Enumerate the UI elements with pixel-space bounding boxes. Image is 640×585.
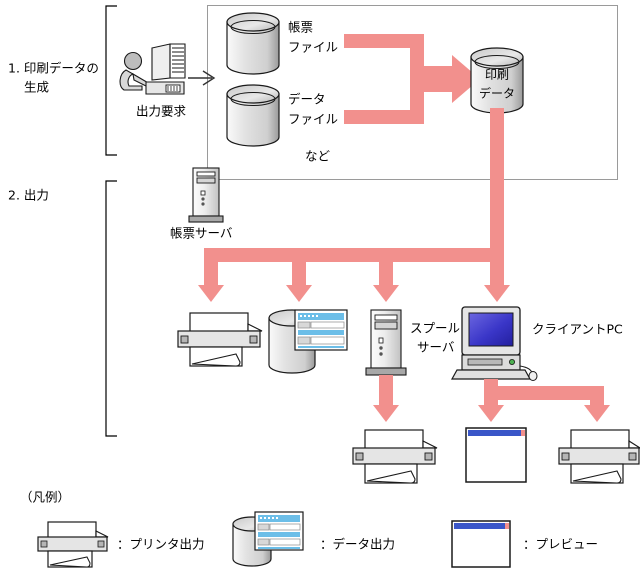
data-file-label-line1: データ — [288, 92, 326, 107]
form-server-tower-icon — [188, 167, 224, 223]
stage1-title-line2: 生成 — [24, 80, 49, 95]
spool-server-tower-icon — [365, 309, 407, 376]
form-file-cylinder-icon — [226, 12, 280, 75]
spool-server-label-line1: スプール — [410, 321, 460, 336]
printer-icon-spool-output — [352, 429, 438, 484]
spool-to-printer-arrow — [373, 375, 399, 422]
data-output-icon — [268, 309, 348, 374]
legend-printer-icon — [37, 521, 109, 568]
legend-preview-label: ：プレビュー — [523, 537, 598, 552]
output-request-label: 出力要求 — [136, 104, 187, 119]
form-file-label-line1: 帳票 — [288, 20, 313, 35]
legend-heading: （凡例） — [20, 490, 70, 505]
data-file-label-line2: ファイル — [288, 112, 338, 127]
print-data-label-line2: データ — [479, 86, 515, 101]
client-pc-icon — [450, 306, 538, 381]
legend-printer-label: ：プリンタ出力 — [117, 537, 205, 552]
legend-data-output-icon — [232, 511, 304, 567]
bracket-stage2 — [105, 180, 117, 437]
printer-icon — [177, 312, 263, 367]
form-file-label-line2: ファイル — [288, 40, 338, 55]
stage1-title: 1. 印刷データの — [8, 61, 99, 76]
merge-arrow-to-print-data — [344, 34, 480, 124]
print-data-label-line1: 印刷 — [485, 68, 509, 82]
stage2-title: 2. 出力 — [8, 188, 49, 203]
print-data-cylinder-icon: 印刷 データ — [470, 47, 524, 114]
legend-preview-icon — [451, 520, 511, 568]
client-output-split-arrow — [478, 379, 610, 422]
legend-data-output-label: ：データ出力 — [320, 537, 395, 552]
client-pc-label: クライアントPC — [532, 322, 623, 337]
spool-server-label-line2: サーバ — [417, 340, 454, 355]
user-workstation-icon — [119, 43, 186, 95]
distribution-arrow-bus — [198, 248, 510, 302]
bracket-stage1 — [105, 5, 117, 156]
form-server-label: 帳票サーバ — [170, 226, 232, 241]
print-data-down-trunk — [490, 108, 504, 248]
printer-icon-client-output — [558, 429, 640, 484]
preview-icon — [465, 427, 527, 483]
data-file-cylinder-icon — [226, 84, 280, 147]
output-request-arrow — [188, 70, 216, 86]
etc-label: など — [305, 149, 331, 164]
